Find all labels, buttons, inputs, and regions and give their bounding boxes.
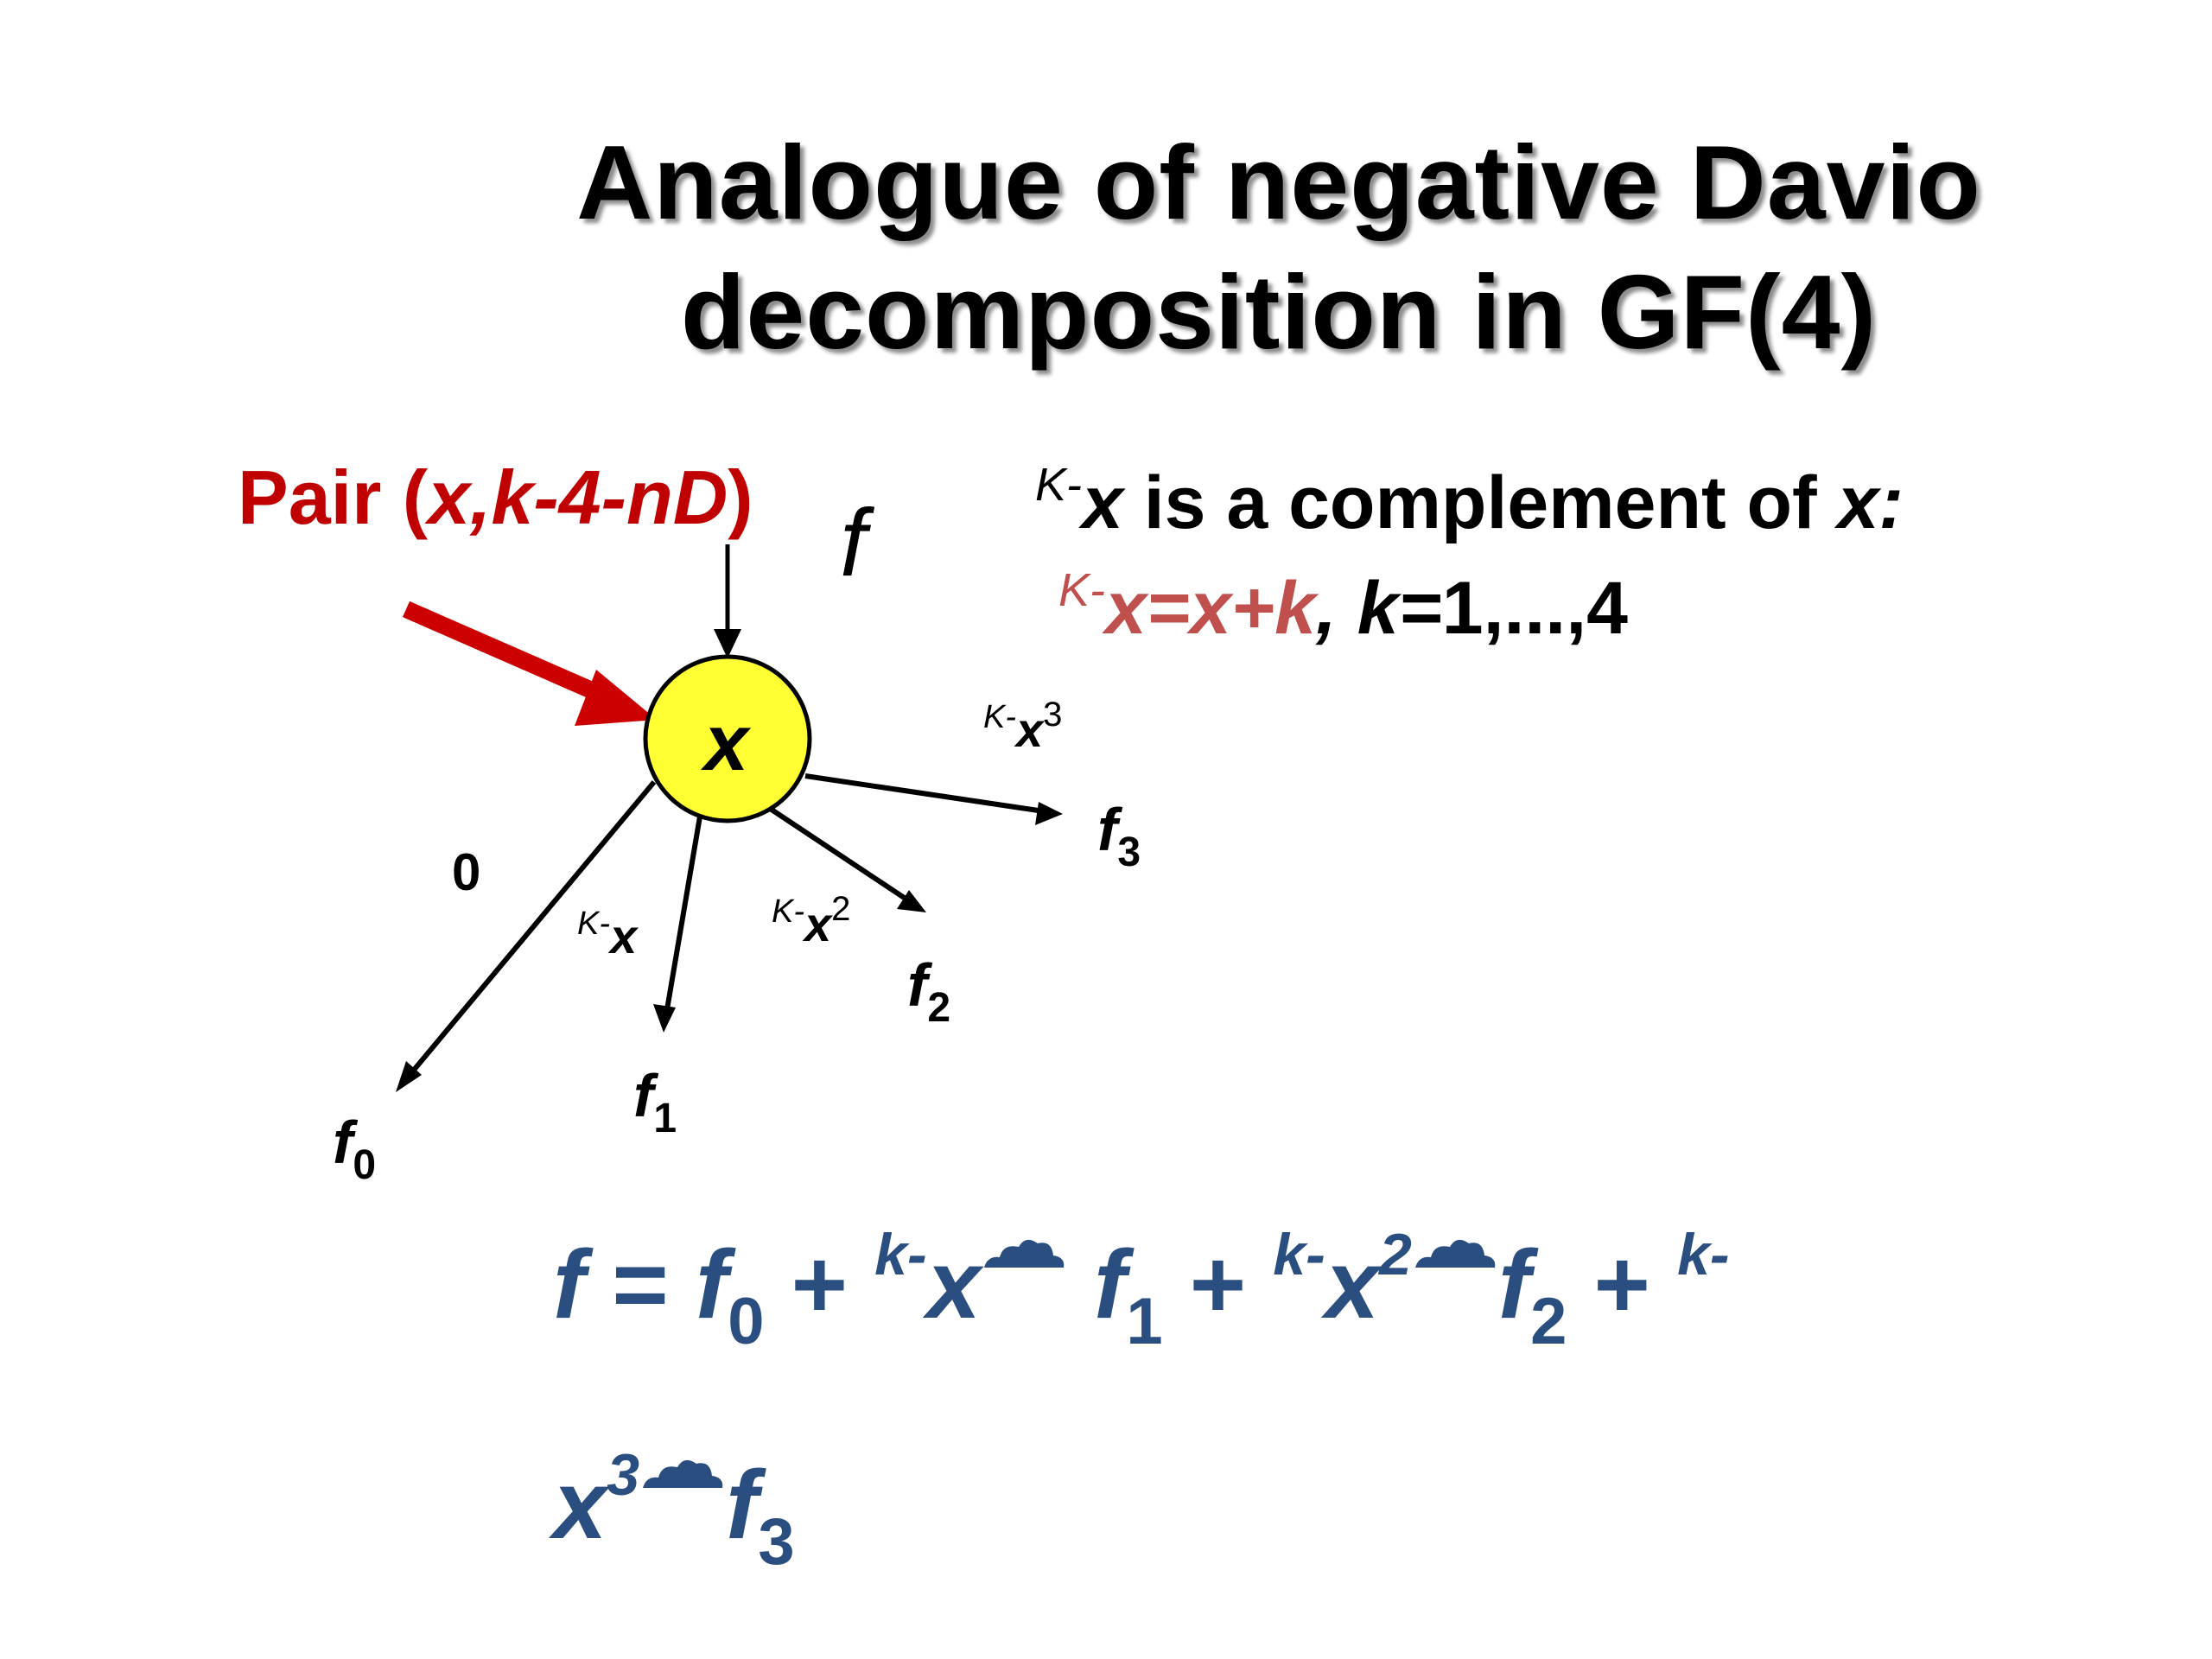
edge-label-kx2-var: x [804, 897, 832, 951]
formula-f1-sub: 1 [1126, 1285, 1163, 1358]
output-f3: f3 [1097, 795, 1141, 876]
output-f2-sub: 2 [927, 985, 951, 1031]
complement-definition: K-x is a complement of x: [1035, 458, 1904, 546]
edge-label-kx3-exp: 3 [1043, 696, 1063, 734]
pair-close-paren: ) [728, 454, 753, 540]
edge-f0-head [396, 1061, 422, 1092]
node-variable: x [704, 699, 749, 787]
edge-label-kx2: K-x2 [772, 890, 850, 952]
complement-var2: x: [1837, 461, 1904, 544]
complement-formula-sep: , [1315, 567, 1357, 650]
multiply-glyph-icon [981, 1171, 1067, 1268]
slide-title-line1: Analogue of negative Davio [576, 124, 1981, 241]
multiply-glyph-icon [1412, 1171, 1498, 1268]
edge-label-kx: K-x [577, 906, 637, 964]
input-function-label: f [840, 490, 867, 596]
formula-f3-sub: 3 [758, 1505, 795, 1579]
output-f0: f0 [333, 1108, 376, 1189]
edge-f2 [767, 805, 918, 908]
edge-f1-head [653, 1004, 676, 1033]
edge-label-kx3: K-x3 [983, 696, 1062, 758]
edge-label-kx-var: x [610, 909, 638, 963]
edge-f0 [399, 780, 657, 1086]
node-circle [643, 654, 812, 823]
formula-k-sup-3: k- [1677, 1222, 1730, 1287]
edge-f1 [663, 816, 702, 1020]
formula-f0-sub: 0 [728, 1285, 765, 1358]
edge-f2-head [897, 890, 926, 912]
formula-x-1: x [926, 1230, 981, 1338]
edge-f3-head [1035, 802, 1063, 825]
formula-plus-3: + [1567, 1230, 1678, 1338]
edge-f3 [804, 773, 1051, 815]
output-f3-sub: 3 [1117, 830, 1141, 875]
formula-k-sup-1: k- [874, 1222, 927, 1287]
multiply-glyph-icon [639, 1391, 726, 1488]
pair-label: Pair (x,k-4-nD) [238, 454, 753, 542]
edge-label-kx2-sup: K- [772, 893, 804, 930]
output-f0-sub: 0 [353, 1142, 377, 1188]
slide-title-line2: decomposition in GF(4) [680, 253, 1878, 371]
complement-formula: K-x=x+k, k=1,...,4 [1058, 563, 1628, 652]
formula-f0: f [695, 1230, 728, 1338]
formula-f1: f [1094, 1230, 1127, 1338]
edge-label-kx-sup: K- [577, 906, 610, 942]
formula-f3: f [726, 1451, 759, 1559]
pair-open-paren: ( [402, 454, 429, 540]
complement-formula-k: k= [1357, 567, 1442, 650]
complement-sup: K- [1035, 459, 1082, 511]
formula-exp-3: 3 [607, 1442, 640, 1508]
complement-formula-sup: K- [1058, 564, 1105, 616]
output-f1-f: f [633, 1062, 654, 1129]
output-f1-sub: 1 [653, 1096, 677, 1141]
edge-label-0: 0 [452, 843, 481, 901]
pair-arrow-shaft [402, 601, 618, 709]
formula-eq: = [585, 1230, 696, 1338]
formula-plus-2: + [1162, 1230, 1274, 1338]
complement-formula-expr: x=x+k [1105, 567, 1316, 650]
complement-var: x [1082, 461, 1123, 544]
output-f3-f: f [1097, 796, 1118, 863]
formula-x-2: x [1325, 1230, 1380, 1338]
complement-formula-range: 1,...,4 [1441, 567, 1628, 650]
edge-label-kx2-exp: 2 [831, 890, 851, 928]
pair-arrow-head [575, 670, 657, 726]
output-f0-f: f [333, 1109, 353, 1176]
output-f2-f: f [907, 951, 928, 1019]
edge-label-kx3-sup: K- [983, 699, 1016, 735]
complement-text: is a complement of [1122, 461, 1838, 544]
formula-exp-2: 2 [1379, 1222, 1412, 1287]
pair-prefix: Pair [238, 454, 403, 540]
formula-k-sup-2: k- [1273, 1222, 1325, 1287]
edge-label-kx3-var: x [1016, 702, 1044, 757]
formula-f2: f [1497, 1230, 1531, 1338]
formula-x-3: x [553, 1451, 607, 1559]
formula-f2-sub: 2 [1530, 1285, 1567, 1358]
formula-plus-1: + [764, 1230, 875, 1338]
input-arrow-head [714, 629, 741, 658]
pair-args: x,k-4-nD [428, 454, 728, 540]
formula-lhs: f [553, 1230, 586, 1338]
output-f1: f1 [633, 1061, 677, 1142]
output-f2: f2 [907, 950, 950, 1032]
